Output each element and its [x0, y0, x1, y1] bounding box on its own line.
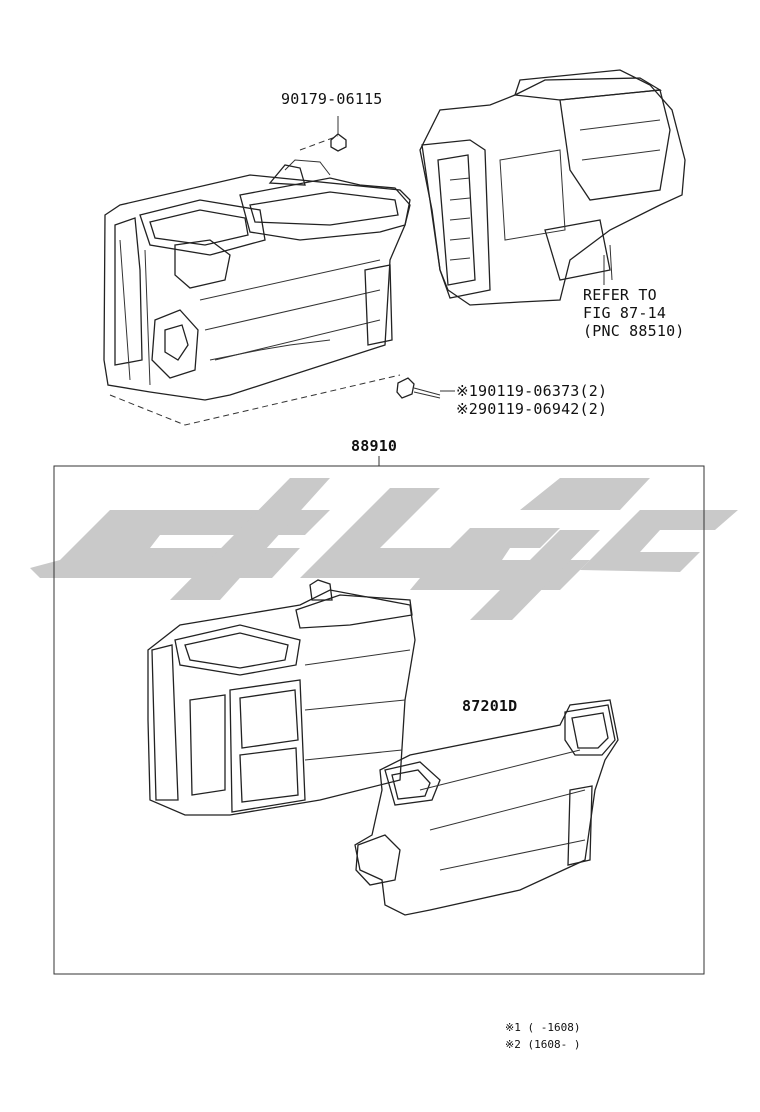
assembly-part-number: 88910: [351, 437, 398, 455]
bolt-part: [396, 377, 441, 399]
blower-unit-drawing: [419, 69, 686, 306]
duct-drawing: [354, 699, 619, 916]
assembly-unit-drawing: [147, 579, 416, 816]
screw-part: [330, 116, 347, 152]
reference-line-3: (PNC 88510): [583, 322, 685, 340]
watermark-logo: [30, 478, 738, 620]
screw-part-number: 90179-06115: [281, 90, 383, 108]
footnote-2: ※2 (1608- ): [505, 1038, 581, 1051]
duct-part-number: 87201D: [462, 697, 518, 715]
bolt-part-number-1: ※190119-06373(2): [456, 382, 608, 400]
reference-line-2: FIG 87-14: [583, 304, 667, 322]
bolt-part-number-2: ※290119-06942(2): [456, 400, 608, 418]
heater-unit-drawing: [103, 135, 411, 426]
reference-line-1: REFER TO: [583, 286, 657, 304]
footnote-1: ※1 ( -1608): [505, 1021, 581, 1034]
